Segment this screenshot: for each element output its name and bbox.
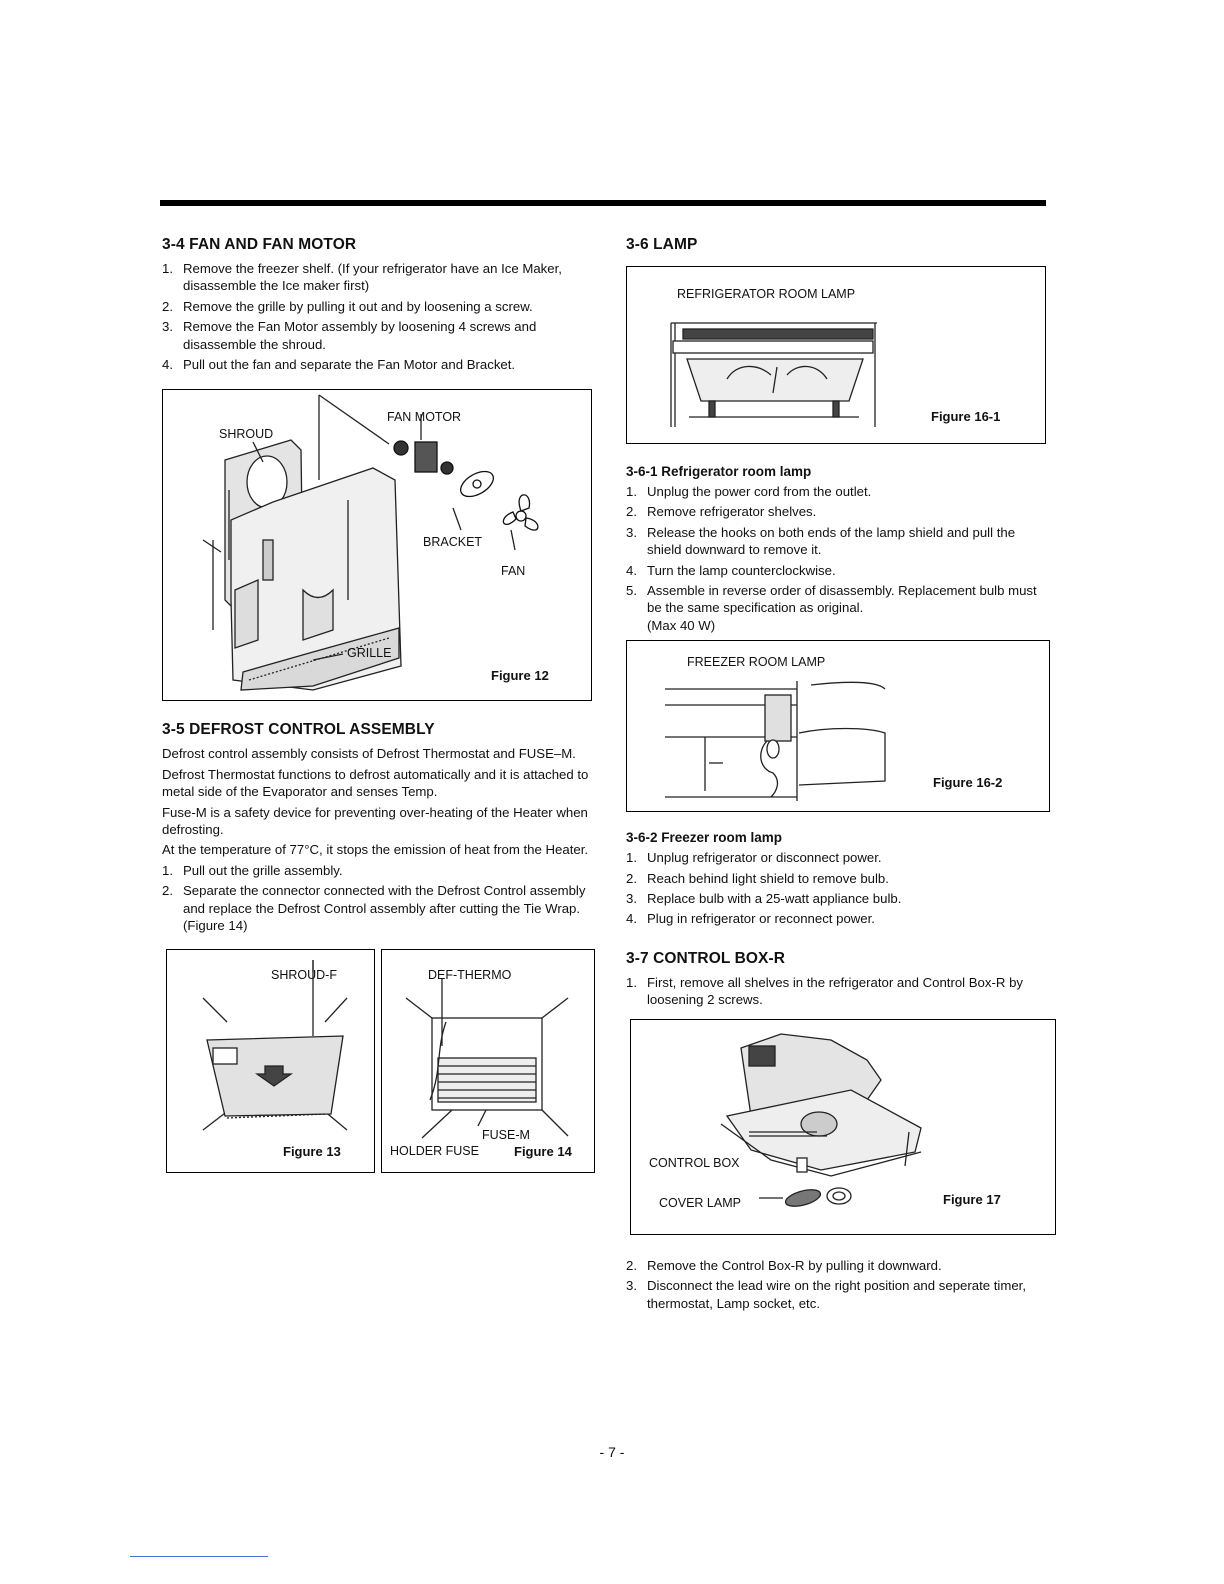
control-box-steps-b: 2.Remove the Control Box-R by pulling it… [626, 1257, 1050, 1312]
footer-link-line [130, 1556, 268, 1557]
section-heading-fan: 3-4 FAN AND FAN MOTOR [162, 236, 357, 253]
list-item: 2.Reach behind light shield to remove bu… [626, 870, 889, 886]
def-thermo-diagram [405, 977, 569, 1138]
list-item: 2.Remove the grille by pulling it out an… [162, 298, 533, 314]
figure-12-caption: Figure 12 [491, 668, 549, 684]
figure-17: CONTROL BOX COVER LAMP Figure 17 [630, 1018, 1056, 1235]
fan-motor-diagram [202, 394, 539, 692]
figures-13-14: SHROUD-F Figure 13 [162, 948, 598, 1175]
label-refrigerator-room-lamp: REFRIGERATOR ROOM LAMP [677, 287, 856, 301]
list-item: 1.Unplug refrigerator or disconnect powe… [626, 850, 882, 866]
list-item: 4.Plug in refrigerator or reconnect powe… [626, 911, 875, 927]
control-box-diagram [720, 1033, 922, 1207]
list-item: 3.Remove the Fan Motor assembly by loose… [162, 319, 537, 352]
list-item: 2.Remove the Control Box-R by pulling it… [626, 1257, 942, 1273]
section-heading-defrost: 3-5 DEFROST CONTROL ASSEMBLY [162, 721, 435, 739]
figure-13-caption: Figure 13 [283, 1143, 341, 1159]
header-rule [160, 200, 1046, 206]
label-grille: GRILLE [347, 646, 392, 661]
figure-16-2: FREEZER ROOM LAMP Figure 16-2 [626, 640, 1050, 813]
label-fan: FAN [501, 564, 526, 579]
right-column: 3-6 LAMP REFRIGERATOR ROOM LAMP Figure 1… [626, 236, 1056, 1315]
list-item: 5.Assemble in reverse order of disassemb… [626, 583, 1037, 616]
shroud-f-diagram [202, 959, 348, 1131]
label-shroud-f: SHROUD-F [271, 967, 337, 982]
figure-16-1-caption: Figure 16-1 [931, 409, 1001, 424]
fan-steps: 1.Remove the freezer shelf. (If your ref… [162, 260, 598, 373]
paragraph: Defrost control assembly consists of Def… [162, 746, 576, 762]
defrost-steps: 1.Pull out the grille assembly. 2.Separa… [162, 862, 598, 935]
figure-12: FAN MOTOR SHROUD BRACKET FAN GRILLE Figu… [162, 389, 592, 702]
list-item: 2.Separate the connector connected with … [162, 883, 586, 934]
section-heading-lamp: 3-6 LAMP [626, 236, 698, 253]
paragraph: Fuse-M is a safety device for preventing… [162, 804, 588, 838]
left-column: 3-4 FAN AND FAN MOTOR 1.Remove the freez… [162, 236, 598, 1175]
figure-14: DEF-THERMO FUSE-M HOLDER FUSE Figure 14 [381, 948, 595, 1173]
figure-16-1: REFRIGERATOR ROOM LAMP Figure 16-1 [626, 266, 1046, 444]
label-fuse-m: FUSE-M [482, 1127, 530, 1142]
freezer-lamp-steps: 1.Unplug refrigerator or disconnect powe… [626, 849, 1050, 928]
refrigerator-lamp-diagram [670, 322, 877, 427]
figure-16-2-caption: Figure 16-2 [933, 775, 1003, 791]
label-shroud: SHROUD [219, 427, 274, 442]
label-control-box: CONTROL BOX [649, 1155, 740, 1170]
figure-13: SHROUD-F Figure 13 [166, 948, 375, 1173]
label-bracket: BRACKET [423, 535, 483, 550]
paragraph: Defrost Thermostat functions to defrost … [162, 766, 589, 800]
label-freezer-room-lamp: FREEZER ROOM LAMP [687, 655, 826, 670]
figure-14-caption: Figure 14 [514, 1143, 572, 1159]
max-wattage-note: (Max 40 W) [647, 617, 716, 633]
control-box-steps-a: 1.First, remove all shelves in the refri… [626, 974, 1050, 1009]
list-item: 1.Remove the freezer shelf. (If your ref… [162, 261, 562, 294]
list-item: 4.Turn the lamp counterclockwise. [626, 562, 836, 578]
label-cover-lamp: COVER LAMP [659, 1195, 741, 1210]
paragraph: At the temperature of 77°C, it stops the… [162, 842, 589, 858]
freezer-lamp-diagram [665, 681, 886, 802]
label-fan-motor: FAN MOTOR [387, 410, 462, 425]
list-item: 3.Replace bulb with a 25-watt appliance … [626, 891, 902, 907]
refrigerator-lamp-steps: 1.Unplug the power cord from the outlet.… [626, 483, 1050, 617]
label-def-thermo: DEF-THERMO [428, 967, 512, 982]
list-item: 3.Disconnect the lead wire on the right … [626, 1278, 1026, 1311]
list-item: 1.Pull out the grille assembly. [162, 862, 343, 878]
label-holder-fuse: HOLDER FUSE [390, 1143, 479, 1158]
list-item: 2.Remove refrigerator shelves. [626, 504, 817, 520]
list-item: 1.First, remove all shelves in the refri… [626, 974, 1023, 1008]
page-number: - 7 - [599, 1444, 625, 1460]
section-heading-control-box: 3-7 CONTROL BOX-R [626, 949, 786, 967]
subsection-heading-freezer-lamp: 3-6-2 Freezer room lamp [626, 830, 783, 846]
list-item: 4.Pull out the fan and separate the Fan … [162, 357, 516, 373]
list-item: 3.Release the hooks on both ends of the … [626, 524, 1016, 558]
list-item: 1.Unplug the power cord from the outlet. [626, 484, 872, 499]
figure-17-caption: Figure 17 [943, 1191, 1001, 1207]
subsection-heading-refrigerator-lamp: 3-6-1 Refrigerator room lamp [626, 464, 812, 479]
